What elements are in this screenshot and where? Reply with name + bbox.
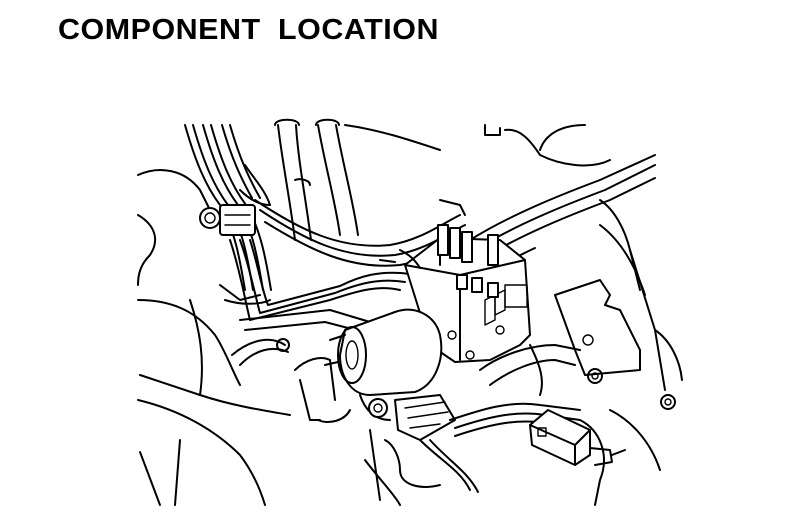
wire-harness: [359, 394, 581, 501]
page-title: COMPONENT LOCATION: [58, 14, 439, 46]
upper-detail: [379, 199, 466, 269]
lower-left-assembly: [231, 338, 351, 423]
mounting-bracket: [554, 279, 676, 410]
rubber-hose: [479, 344, 581, 396]
harness-connector: [529, 409, 626, 466]
line-clamp: [199, 204, 256, 236]
pump-motor: [324, 308, 443, 396]
body-panel-right: [344, 124, 683, 506]
body-panel-left: [137, 169, 401, 506]
vertical-hoses: [239, 118, 359, 241]
